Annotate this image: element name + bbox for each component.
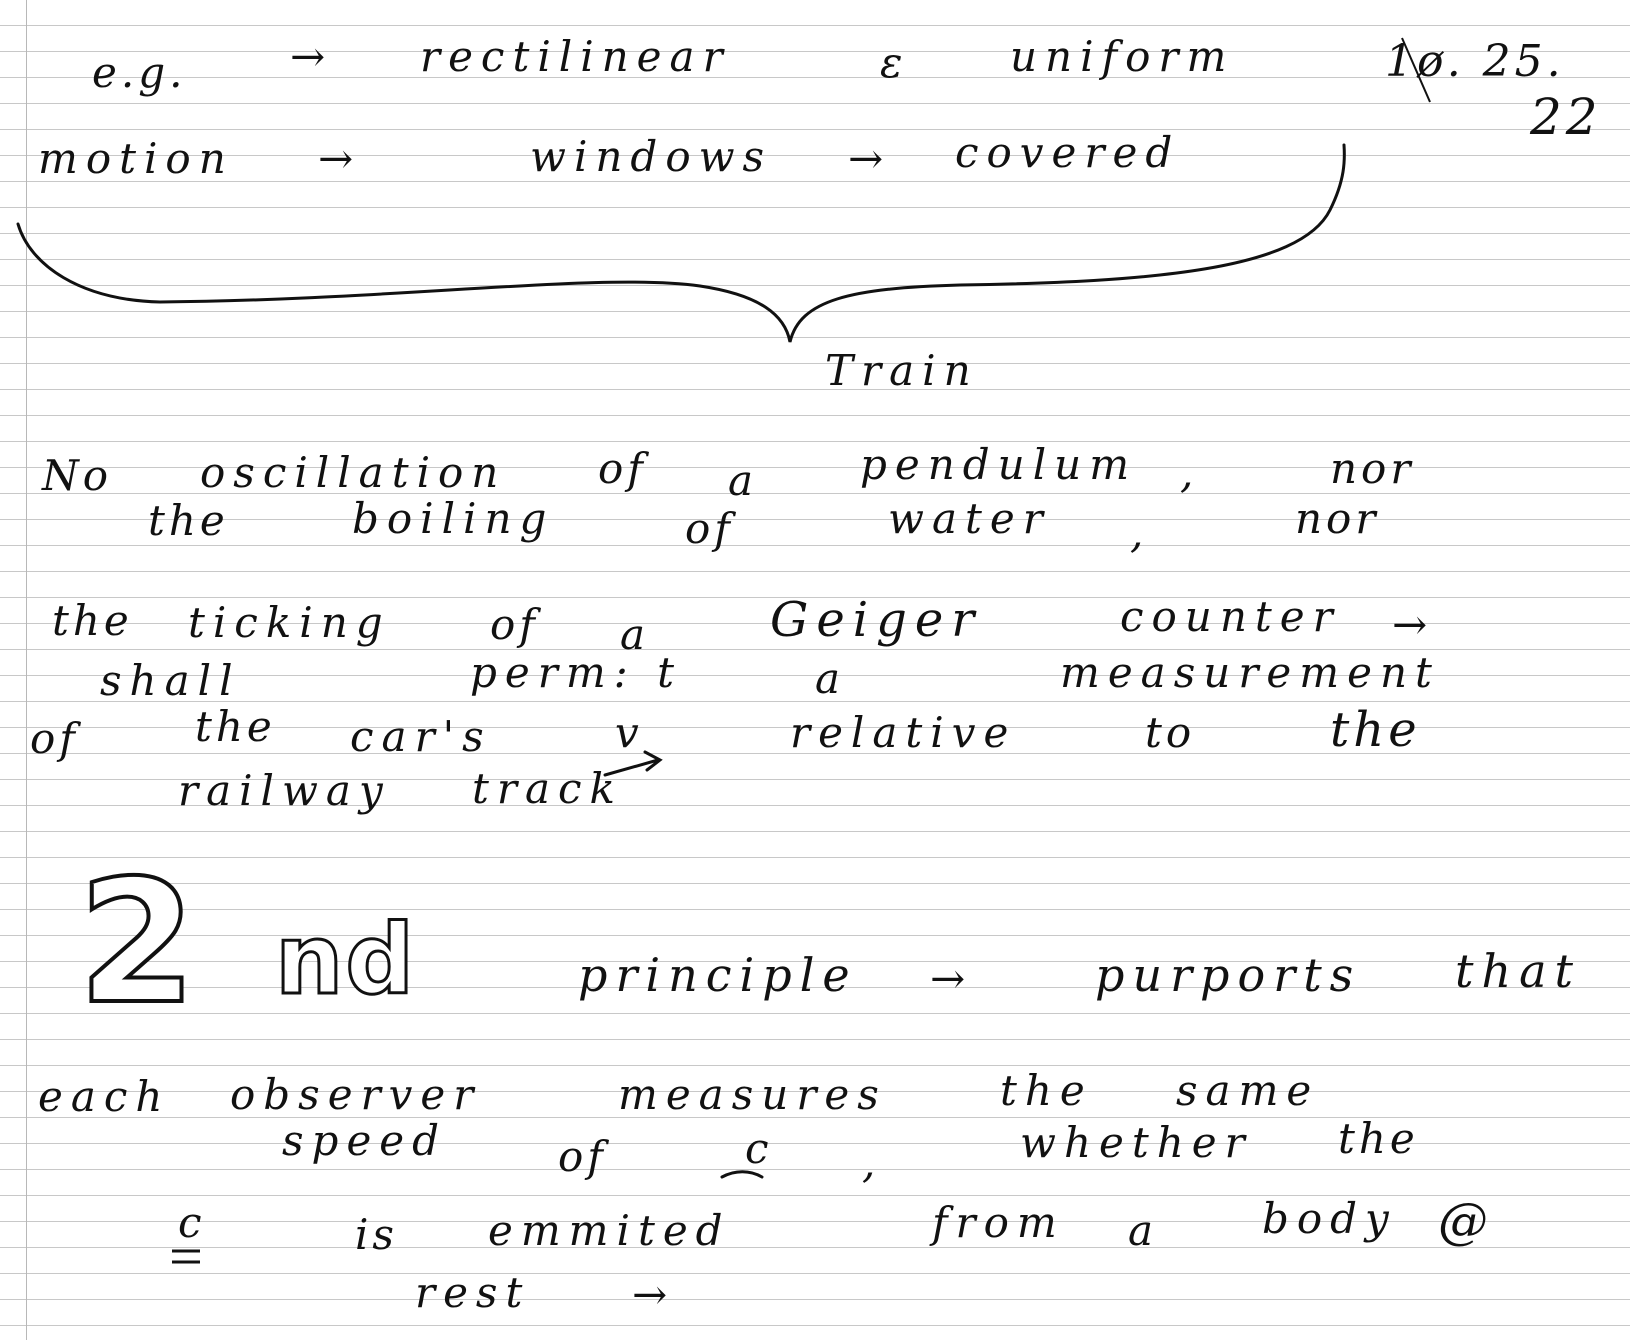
symbol-c: c xyxy=(178,1198,206,1247)
note-word: the xyxy=(52,596,133,645)
note-word: a xyxy=(620,610,650,659)
note-word: rectilinear xyxy=(420,32,731,81)
note-word: the xyxy=(1000,1066,1093,1115)
note-word: each xyxy=(38,1072,171,1121)
note-word: of xyxy=(558,1132,607,1181)
note-word: ε xyxy=(880,38,907,87)
note-word: shall xyxy=(100,656,241,705)
big-outlined-nd: nd xyxy=(273,904,417,1016)
note-word: , xyxy=(862,1138,880,1187)
note-word: a xyxy=(815,654,845,703)
note-word: water xyxy=(888,494,1051,543)
train-brace xyxy=(16,143,1346,343)
corner-date-line2: 22 xyxy=(1530,88,1602,146)
note-word: counter xyxy=(1120,592,1341,641)
note-word: No xyxy=(42,451,113,500)
arrow-glyph: → xyxy=(1392,600,1432,649)
note-word: that xyxy=(1455,944,1582,998)
note-word: same xyxy=(1176,1066,1320,1115)
date-slash xyxy=(1401,37,1431,103)
note-word: observer xyxy=(230,1070,482,1119)
note-word: , xyxy=(1130,508,1148,557)
note-word: oscillation xyxy=(200,448,507,497)
arrow-glyph: → xyxy=(290,32,330,81)
note-word: speed xyxy=(282,1116,448,1165)
corner-date-line1: 1ø. 25. xyxy=(1385,36,1565,87)
note-word: to xyxy=(1145,708,1196,757)
note-word: ticking xyxy=(188,598,391,647)
note-word: nor xyxy=(1330,444,1415,493)
note-word: covered xyxy=(955,128,1181,177)
note-word: nor xyxy=(1295,494,1380,543)
note-word: boiling xyxy=(352,494,555,543)
c-underline-1 xyxy=(720,1170,764,1179)
arrow-glyph: → xyxy=(318,134,358,183)
note-word: the xyxy=(148,496,229,545)
note-word: purports xyxy=(1095,948,1362,1002)
note-word: a xyxy=(728,456,758,505)
symbol-c: c xyxy=(745,1124,773,1173)
note-word: Geiger xyxy=(770,592,983,648)
note-word: of xyxy=(598,444,647,493)
note-word: car's xyxy=(350,712,492,761)
note-word: @ xyxy=(1438,1192,1492,1250)
note-word: track xyxy=(472,764,623,813)
note-word: a xyxy=(1128,1206,1158,1255)
arrow-glyph: → xyxy=(848,134,888,183)
note-word: motion xyxy=(38,134,234,183)
note-word: e.g. xyxy=(92,48,187,97)
note-word: the xyxy=(1330,702,1421,758)
big-outlined-2: 2 xyxy=(76,844,198,1042)
note-word: of xyxy=(685,504,734,553)
note-word: railway xyxy=(178,766,391,815)
note-word: is xyxy=(355,1210,398,1259)
arrow-glyph: → xyxy=(632,1270,672,1319)
note-word: pendulum xyxy=(860,440,1138,489)
note-word: the xyxy=(1338,1114,1419,1163)
note-word: of xyxy=(30,714,79,763)
note-word: the xyxy=(195,702,276,751)
note-word: whether xyxy=(1020,1118,1253,1167)
note-word: body xyxy=(1262,1194,1397,1243)
note-word: emmited xyxy=(488,1206,731,1255)
vector-v: v xyxy=(615,708,643,757)
note-word: relative xyxy=(790,708,1017,757)
note-word: windows xyxy=(530,132,773,181)
margin-line xyxy=(26,0,27,1340)
note-word: perm: t xyxy=(470,648,683,697)
note-word: , xyxy=(1180,448,1198,497)
note-word: from xyxy=(932,1198,1065,1247)
note-word: rest xyxy=(415,1268,531,1317)
note-word: measurement xyxy=(1060,648,1440,697)
note-word: uniform xyxy=(1010,32,1235,81)
note-word: measures xyxy=(618,1070,887,1119)
note-word: principle xyxy=(578,948,858,1002)
note-word: of xyxy=(490,600,539,649)
arrow-glyph: → xyxy=(930,954,970,1003)
v-vector-arrow xyxy=(603,750,663,777)
brace-label: Train xyxy=(825,346,979,395)
